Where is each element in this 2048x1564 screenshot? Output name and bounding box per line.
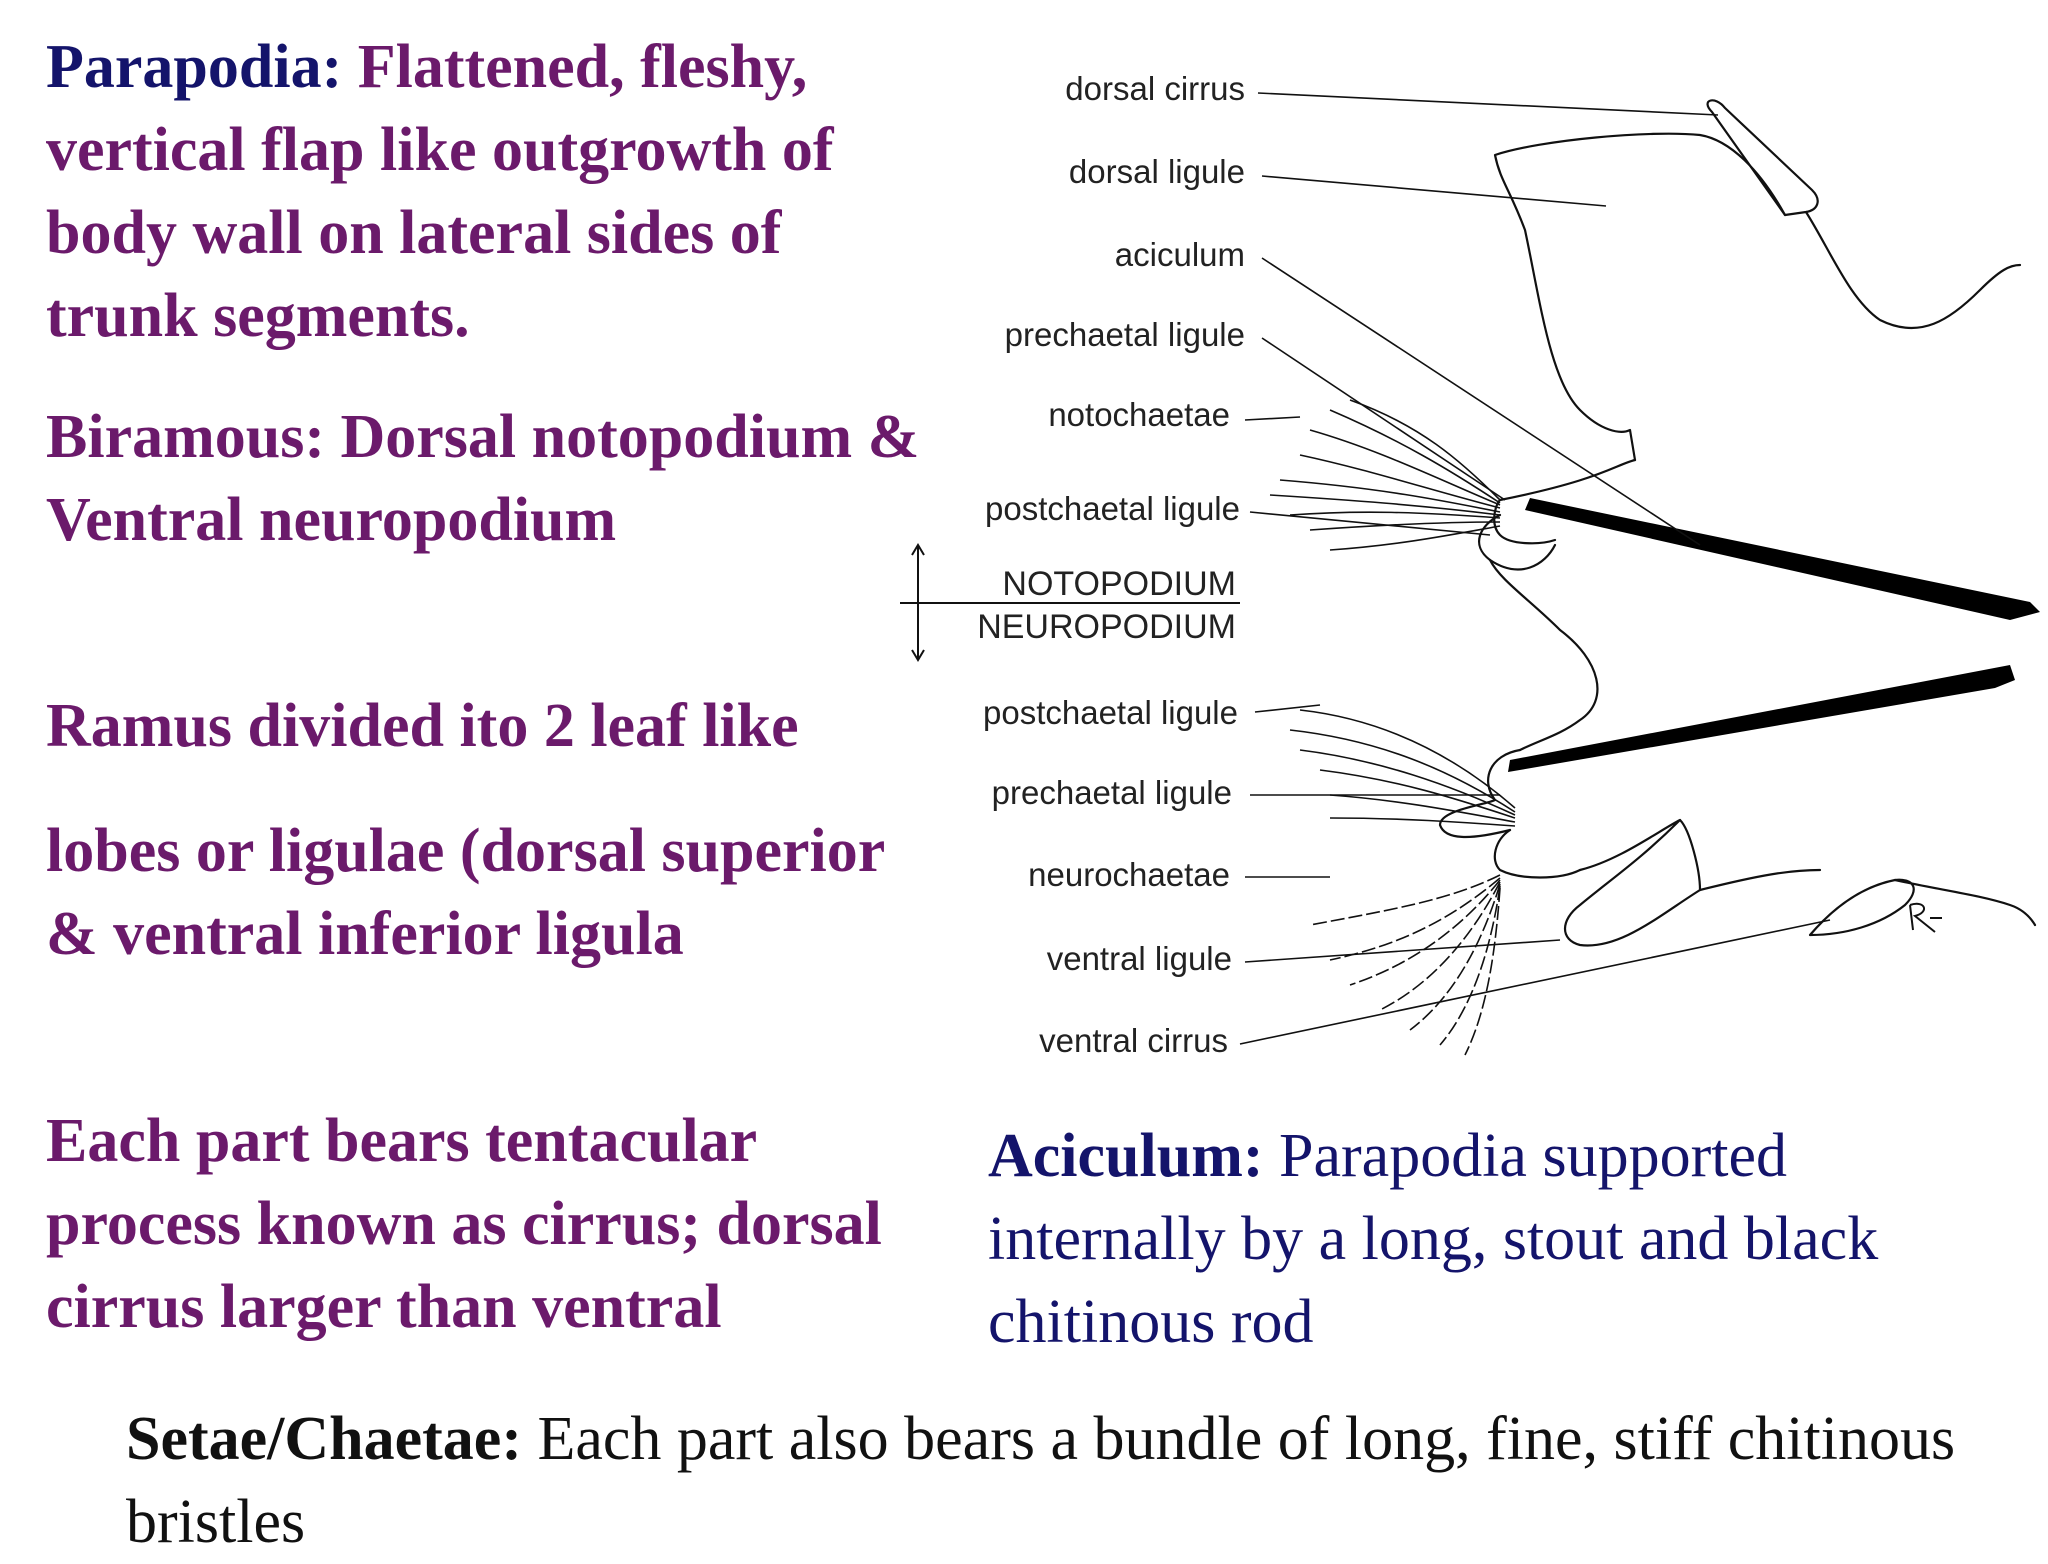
label-postchaetal-ligule-top: postchaetal ligule <box>985 490 1240 527</box>
label-prechaetal-ligule-bottom: prechaetal ligule <box>992 774 1232 811</box>
label-dorsal-ligule: dorsal ligule <box>1069 153 1245 190</box>
setae-text: Each part also bears a bundle of long, f… <box>126 1405 1956 1556</box>
label-neurochaetae: neurochaetae <box>1028 856 1230 893</box>
aciculum-rod-top <box>1525 498 2040 620</box>
ramus-paragraph: Ramus divided ito 2 leaf like <box>46 692 799 760</box>
setae-heading: Setae/Chaetae: <box>126 1405 522 1473</box>
dorsal-cirrus-shape <box>1706 99 1819 217</box>
dorsal-ligule-shape <box>1493 132 1787 462</box>
ventral-ligule-shape <box>1564 818 1702 947</box>
setae-paragraph: Setae/Chaetae: Each part also bears a bu… <box>126 1398 2026 1564</box>
parapodia-text: Flattened, fleshy, vertical flap like ou… <box>46 33 834 350</box>
label-postchaetal-ligule-bottom: postchaetal ligule <box>983 694 1238 731</box>
leader-lines <box>1239 92 1831 1045</box>
neurochaetae-upper-bristles <box>1289 709 1516 827</box>
parapodia-paragraph: Parapodia: Flattened, fleshy, vertical f… <box>46 26 926 358</box>
label-ventral-ligule: ventral ligule <box>1047 940 1232 977</box>
label-dorsal-cirrus: dorsal cirrus <box>1065 70 1245 107</box>
body-contour-ventral <box>1893 878 2037 927</box>
ventral-cirrus-shape <box>1808 878 1915 937</box>
aciculum-paragraph: Aciculum: Parapodia supported internally… <box>988 1115 2028 1364</box>
postchaetal-ligule-bottom-shape <box>1438 748 1522 838</box>
parapodia-heading: Parapodia: <box>46 33 343 101</box>
cirrus-paragraph: Each part bears tentacular process known… <box>46 1107 882 1341</box>
artist-signature <box>1909 902 1942 933</box>
aciculum-heading: Aciculum: <box>988 1122 1264 1190</box>
notopodium-lower-contour <box>1488 558 1599 752</box>
body-contour-top <box>1804 210 2022 330</box>
prechaetal-ligule-top-shape <box>1493 458 1637 545</box>
division-marker <box>900 543 1240 662</box>
label-aciculum: aciculum <box>1115 236 1245 273</box>
biramous-paragraph: Biramous: Dorsal notopodium & Ventral ne… <box>46 403 920 554</box>
label-notopodium: NOTOPODIUM <box>1002 565 1236 603</box>
neurochaetae-lower-bristles <box>1309 874 1501 1056</box>
label-neuropodium: NEUROPODIUM <box>977 608 1236 646</box>
aciculum-rod-bottom <box>1508 665 2015 772</box>
label-ventral-cirrus: ventral cirrus <box>1039 1022 1228 1059</box>
body-contour-bottom <box>1678 818 1822 892</box>
prechaetal-ligule-bottom-shape <box>1493 828 1582 879</box>
label-prechaetal-ligule-top: prechaetal ligule <box>1005 316 1245 353</box>
notochaetae-bristles <box>1269 399 1501 551</box>
label-notochaetae: notochaetae <box>1048 396 1230 433</box>
parapodium-diagram: dorsal cirrus dorsal ligule aciculum pre… <box>900 70 2040 1059</box>
ligulae-paragraph: lobes or ligulae (dorsal superior & vent… <box>46 817 885 968</box>
aciculum-text: Parapodia supported internally by a long… <box>988 1122 1879 1356</box>
